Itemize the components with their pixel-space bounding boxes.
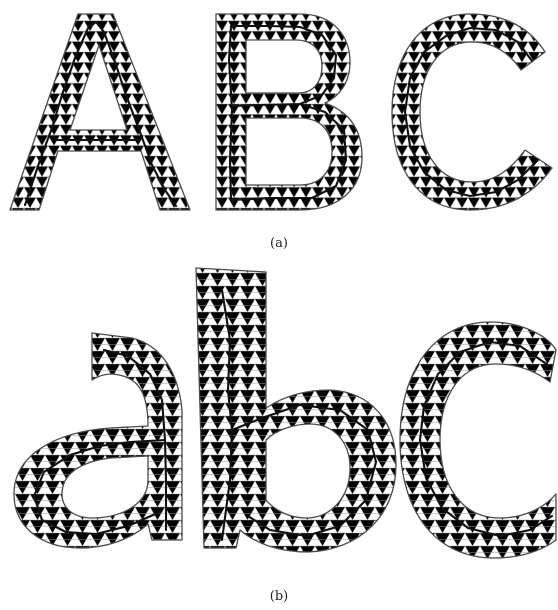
- panel-b: (b): [14, 268, 556, 604]
- glyph-a: [14, 333, 182, 548]
- caption-a: (a): [270, 236, 288, 251]
- caption-b: (b): [270, 589, 288, 604]
- glyph-C: [392, 14, 552, 210]
- glyph-c: [400, 322, 556, 558]
- glyph-A: [10, 14, 190, 210]
- glyph-A-mesh: [10, 14, 190, 210]
- glyph-B-mesh: [216, 14, 362, 210]
- panel-a: (a): [10, 14, 552, 251]
- glyph-C-mesh: [392, 14, 552, 210]
- glyph-B: [216, 14, 362, 210]
- glyph-b: [196, 268, 396, 552]
